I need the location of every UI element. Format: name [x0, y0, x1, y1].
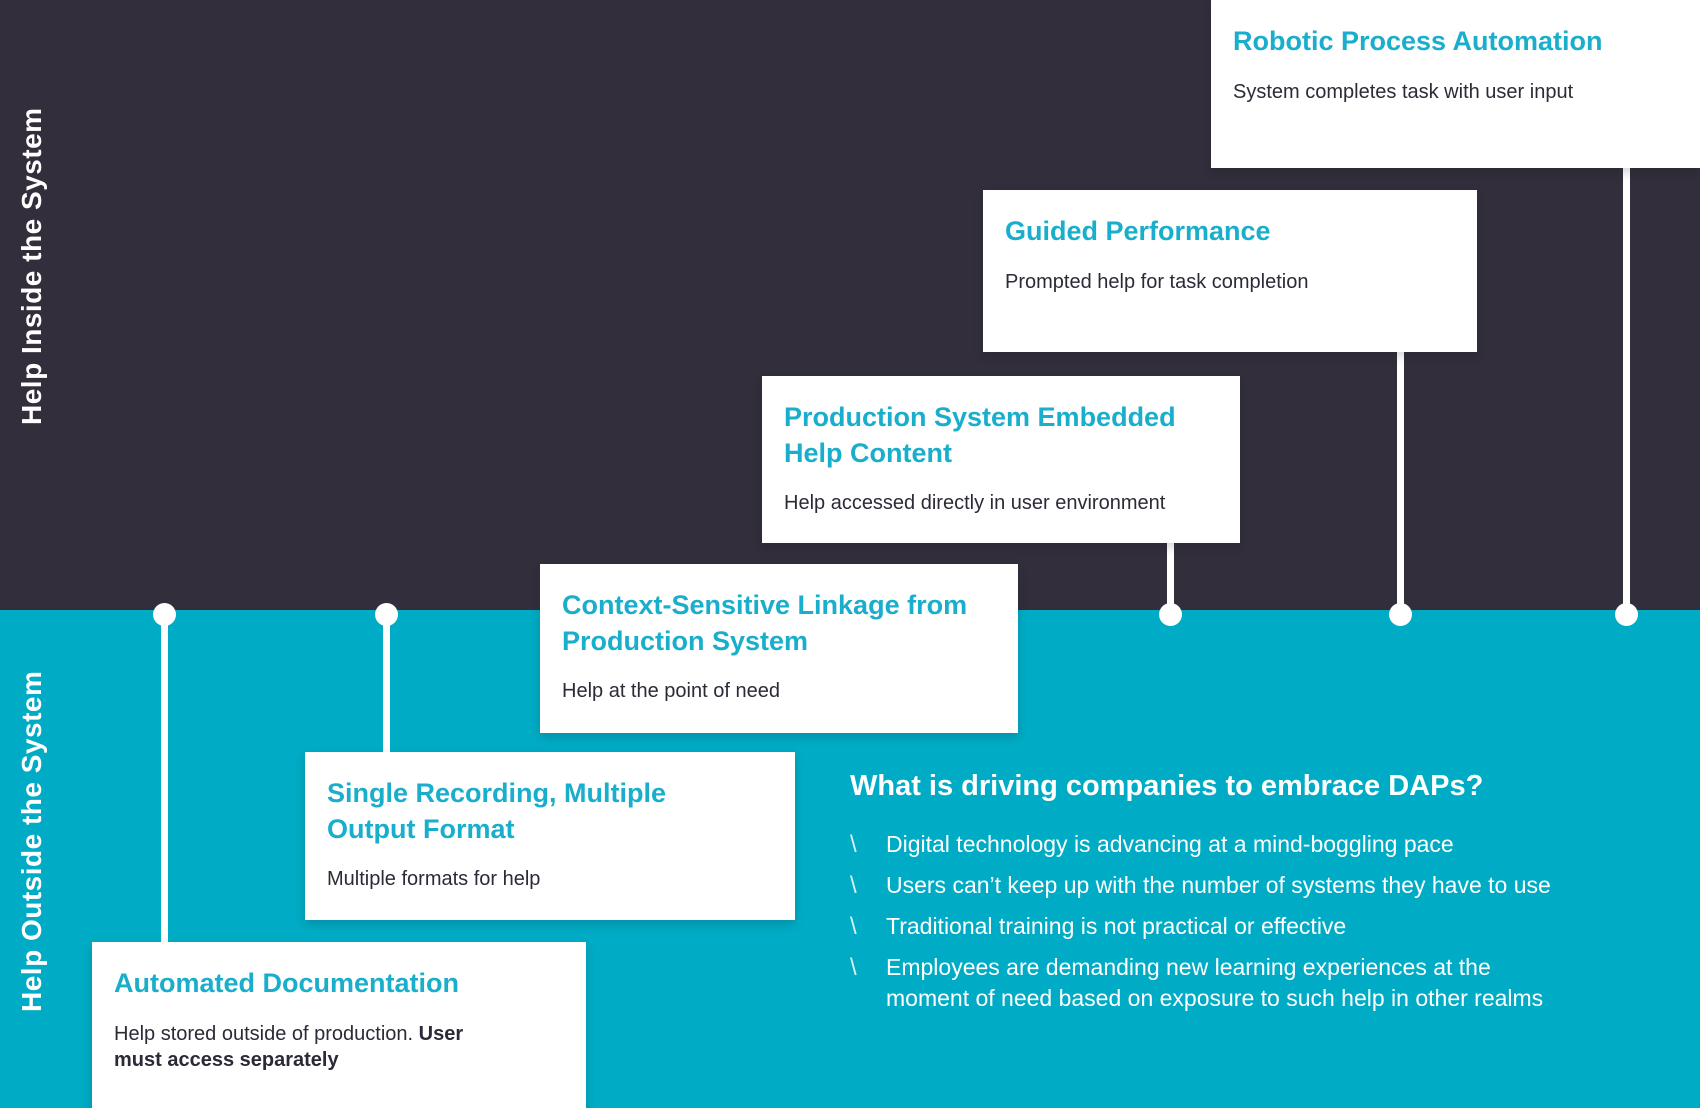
card-body: System completes task with user input	[1233, 80, 1574, 103]
driving-heading: What is driving companies to embrace DAP…	[850, 770, 1484, 802]
card-guided-performance: Guided Performance Prompted help for tas…	[983, 190, 1477, 352]
bullet-text: Users can’t keep up with the number of s…	[886, 872, 1551, 898]
label-post: the System	[16, 107, 47, 271]
label-emphasis: Inside	[16, 270, 47, 355]
card-title: Production System Embedded Help Content	[784, 402, 1176, 468]
driving-section: What is driving companies to embrace DAP…	[850, 770, 1650, 1024]
backslash-bullet-icon: \	[850, 831, 857, 858]
card-body: Help accessed directly in user environme…	[784, 492, 1166, 515]
connector-line-single-recording	[383, 614, 390, 752]
connector-line-production-embedded	[1167, 543, 1174, 614]
backslash-bullet-icon: \	[850, 872, 857, 899]
connector-line-guided-performance	[1397, 352, 1404, 614]
axis-label-help-outside-system: Help Outside the System	[16, 668, 48, 1012]
card-body: Multiple formats for help	[327, 868, 541, 891]
card-production-embedded-help: Production System Embedded Help Content …	[762, 376, 1240, 543]
backslash-bullet-icon: \	[850, 954, 857, 981]
card-body: Help at the point of need	[562, 680, 780, 703]
connector-line-automated-documentation	[161, 614, 168, 942]
backslash-bullet-icon: \	[850, 913, 857, 940]
driving-bullet-item: \ Traditional training is not practical …	[850, 911, 1650, 942]
bullet-text: Traditional training is not practical or…	[886, 913, 1347, 939]
card-automated-documentation: Automated Documentation Help stored outs…	[92, 942, 586, 1108]
card-body-bold-inline: User	[418, 1022, 464, 1045]
label-pre: Help	[16, 354, 47, 425]
label-pre: Help	[16, 941, 47, 1012]
card-context-sensitive-linkage: Context-Sensitive Linkage from Productio…	[540, 564, 1018, 733]
timeline-dot-rpa	[1615, 603, 1638, 626]
card-single-recording: Single Recording, Multiple Output Format…	[305, 752, 795, 920]
card-body: Help stored outside of production. User m…	[114, 1021, 564, 1073]
axis-label-help-inside-system: Help Inside the System	[16, 95, 48, 425]
card-body: Prompted help for task completion	[1005, 270, 1309, 293]
timeline-dot-single-recording	[375, 603, 398, 626]
card-body-bold-line: must access separately	[114, 1048, 339, 1071]
timeline-dot-guided-performance	[1389, 603, 1412, 626]
card-title: Context-Sensitive Linkage from Productio…	[562, 590, 968, 656]
driving-bullet-item: \ Employees are demanding new learning e…	[850, 952, 1650, 1014]
card-body-regular: Help stored outside of production.	[114, 1022, 419, 1045]
label-emphasis: Outside	[16, 833, 47, 942]
card-robotic-process-automation: Robotic Process Automation System comple…	[1211, 0, 1700, 168]
card-title: Single Recording, Multiple Output Format	[327, 778, 667, 844]
bullet-text: Digital technology is advancing at a min…	[886, 831, 1454, 857]
timeline-dot-production-embedded	[1159, 603, 1182, 626]
driving-bullet-item: \ Digital technology is advancing at a m…	[850, 829, 1650, 860]
label-post: the System	[16, 670, 47, 834]
driving-bullet-list: \ Digital technology is advancing at a m…	[850, 829, 1650, 1014]
card-title: Guided Performance	[1005, 216, 1271, 246]
connector-line-rpa	[1623, 168, 1630, 614]
driving-bullet-item: \ Users can’t keep up with the number of…	[850, 870, 1650, 901]
card-title: Automated Documentation	[114, 968, 460, 998]
bullet-text: Employees are demanding new learning exp…	[886, 954, 1544, 1011]
card-title: Robotic Process Automation	[1233, 26, 1603, 56]
timeline-dot-automated-documentation	[153, 603, 176, 626]
